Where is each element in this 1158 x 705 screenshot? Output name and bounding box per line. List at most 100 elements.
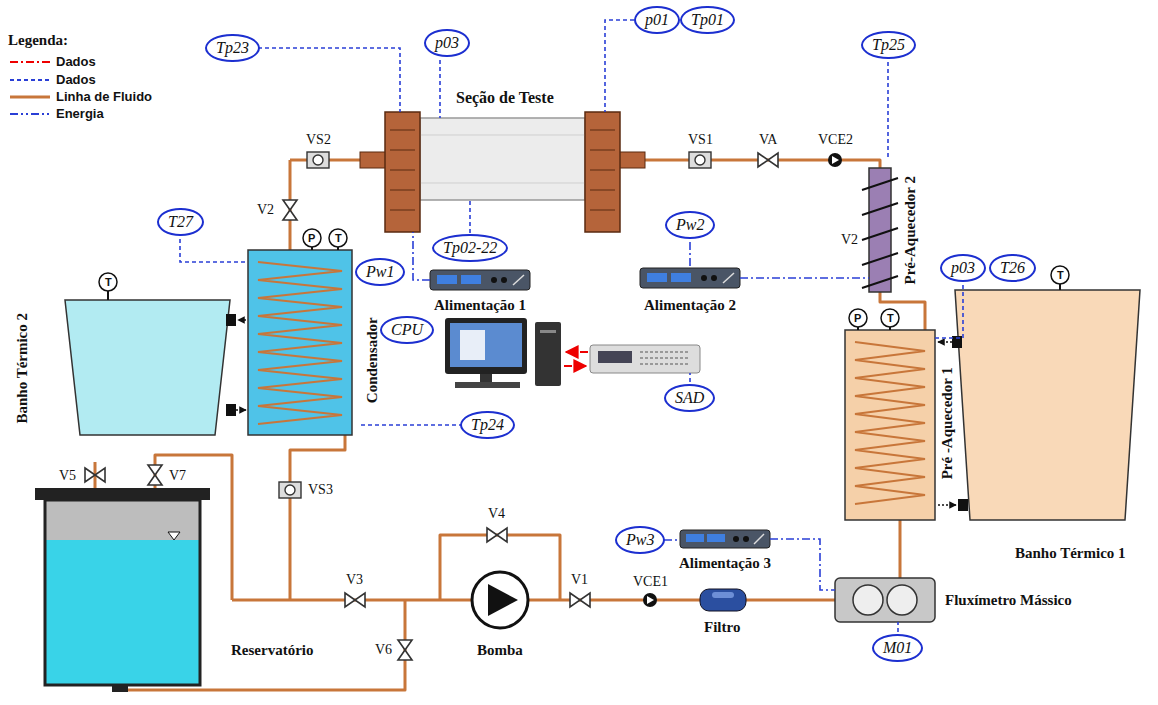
sensor-tag: Pw1 bbox=[355, 258, 405, 286]
test-section bbox=[420, 118, 585, 200]
filter bbox=[700, 589, 746, 611]
component-name: Fluxímetro Mássico bbox=[945, 592, 1072, 609]
valve-label: V4 bbox=[488, 506, 505, 521]
data-acquisition-unit bbox=[598, 351, 632, 363]
valve-symbols bbox=[570, 593, 590, 607]
valve-label: V2 bbox=[257, 202, 274, 217]
energy-line bbox=[413, 232, 869, 590]
condenser bbox=[248, 250, 352, 435]
pump bbox=[472, 572, 528, 628]
sensor-label: Pw3 bbox=[626, 531, 654, 549]
gauge-letter: T bbox=[335, 232, 342, 244]
data-acquisition-unit bbox=[590, 345, 700, 373]
filter bbox=[712, 592, 734, 598]
thermal-bath-1 bbox=[938, 341, 952, 343]
valve-label: V2 bbox=[841, 232, 858, 247]
component-name: Alimentação 2 bbox=[644, 297, 736, 314]
computer bbox=[445, 318, 561, 388]
sensor-label: Tp24 bbox=[471, 416, 504, 434]
power-supply bbox=[640, 268, 740, 288]
power-supply bbox=[707, 534, 725, 542]
reservoir bbox=[35, 488, 210, 692]
sensor-label: M01 bbox=[883, 639, 912, 657]
sensor-tag: T26 bbox=[989, 254, 1036, 282]
power-supply bbox=[430, 270, 530, 290]
reservoir bbox=[45, 540, 200, 685]
valve-label: VS3 bbox=[308, 482, 333, 497]
pre-heater-1 bbox=[849, 309, 867, 327]
data-link-arrows bbox=[566, 351, 588, 353]
pre-heater-1 bbox=[881, 309, 899, 327]
sensor-label: Tp25 bbox=[872, 36, 905, 54]
valve-label: VCE1 bbox=[633, 574, 668, 589]
reservoir bbox=[45, 500, 200, 540]
power-supply bbox=[680, 530, 770, 548]
valve-symbols bbox=[85, 468, 105, 482]
reservoir bbox=[45, 500, 200, 685]
sensor-label: Pw1 bbox=[366, 263, 394, 281]
mass-flow-meter bbox=[835, 578, 935, 622]
component-name: Pré -Aquecedor 1 bbox=[939, 367, 956, 479]
component-name: Banho Térmico 1 bbox=[1015, 545, 1126, 562]
reservoir bbox=[112, 685, 128, 692]
valve-label: V3 bbox=[346, 572, 363, 587]
sensor-label: Tp02-22 bbox=[443, 239, 497, 257]
valve-label: VS1 bbox=[688, 132, 713, 147]
power-supply bbox=[723, 273, 734, 283]
computer bbox=[445, 318, 527, 374]
component-name: Alimentação 3 bbox=[679, 555, 771, 572]
thermal-bath-1 bbox=[958, 499, 968, 511]
power-supply bbox=[701, 275, 707, 281]
sensor-tag: Tp23 bbox=[205, 34, 260, 62]
component-name: Seção de Teste bbox=[456, 89, 554, 107]
pre-heater-1 bbox=[845, 330, 935, 520]
power-supply bbox=[461, 275, 481, 284]
valve-symbols bbox=[307, 152, 329, 168]
condenser bbox=[248, 229, 352, 435]
pre-heater-2 bbox=[862, 168, 898, 292]
sensor-tag: M01 bbox=[872, 634, 923, 662]
pre-heater-1 bbox=[845, 309, 935, 520]
valve-symbols bbox=[345, 593, 365, 607]
power-supply bbox=[711, 275, 717, 281]
test-section bbox=[420, 135, 585, 183]
power-supply bbox=[754, 534, 764, 544]
gauge-letter: T bbox=[887, 312, 894, 324]
computer bbox=[450, 323, 522, 367]
thermal-bath-2 bbox=[65, 300, 230, 435]
valve-label: V5 bbox=[59, 468, 76, 483]
legend-samples bbox=[10, 79, 50, 81]
sensor-tag: T27 bbox=[157, 208, 204, 236]
power-supply bbox=[491, 277, 497, 283]
power-supply bbox=[647, 273, 667, 282]
sensor-label: p03 bbox=[951, 259, 975, 277]
test-section bbox=[390, 130, 615, 210]
component-name: Banho Térmico 2 bbox=[14, 313, 31, 424]
power-supply bbox=[501, 277, 507, 283]
component-name: Pré-Aquecedor 2 bbox=[902, 176, 919, 284]
mass-flow-meter bbox=[835, 578, 935, 622]
sensor-label: T27 bbox=[168, 213, 193, 231]
power-supply bbox=[743, 536, 749, 542]
legend-entry: Dados bbox=[56, 73, 96, 87]
gauge-letter: P bbox=[854, 312, 861, 324]
valve-symbols bbox=[398, 640, 412, 660]
pre-heater-1 bbox=[889, 327, 891, 330]
data-link-arrows bbox=[564, 365, 586, 367]
legend-samples bbox=[10, 62, 50, 114]
mass-flow-meter bbox=[887, 585, 917, 615]
data-link-arrows bbox=[564, 352, 588, 366]
thermal-bath-2 bbox=[238, 319, 246, 321]
sensor-tag: Tp24 bbox=[460, 411, 515, 439]
power-supply bbox=[686, 534, 704, 542]
valve-symbols bbox=[643, 593, 657, 607]
thermal-bath-2 bbox=[226, 404, 236, 416]
power-supply bbox=[513, 275, 524, 285]
legend-entry: Linha de Fluido bbox=[56, 90, 152, 104]
sensor-tag: Pw2 bbox=[665, 211, 715, 239]
component-name: Bomba bbox=[477, 642, 523, 659]
computer bbox=[455, 382, 520, 388]
sensor-label: CPU bbox=[391, 321, 423, 339]
component-name: Condensador bbox=[364, 317, 381, 403]
